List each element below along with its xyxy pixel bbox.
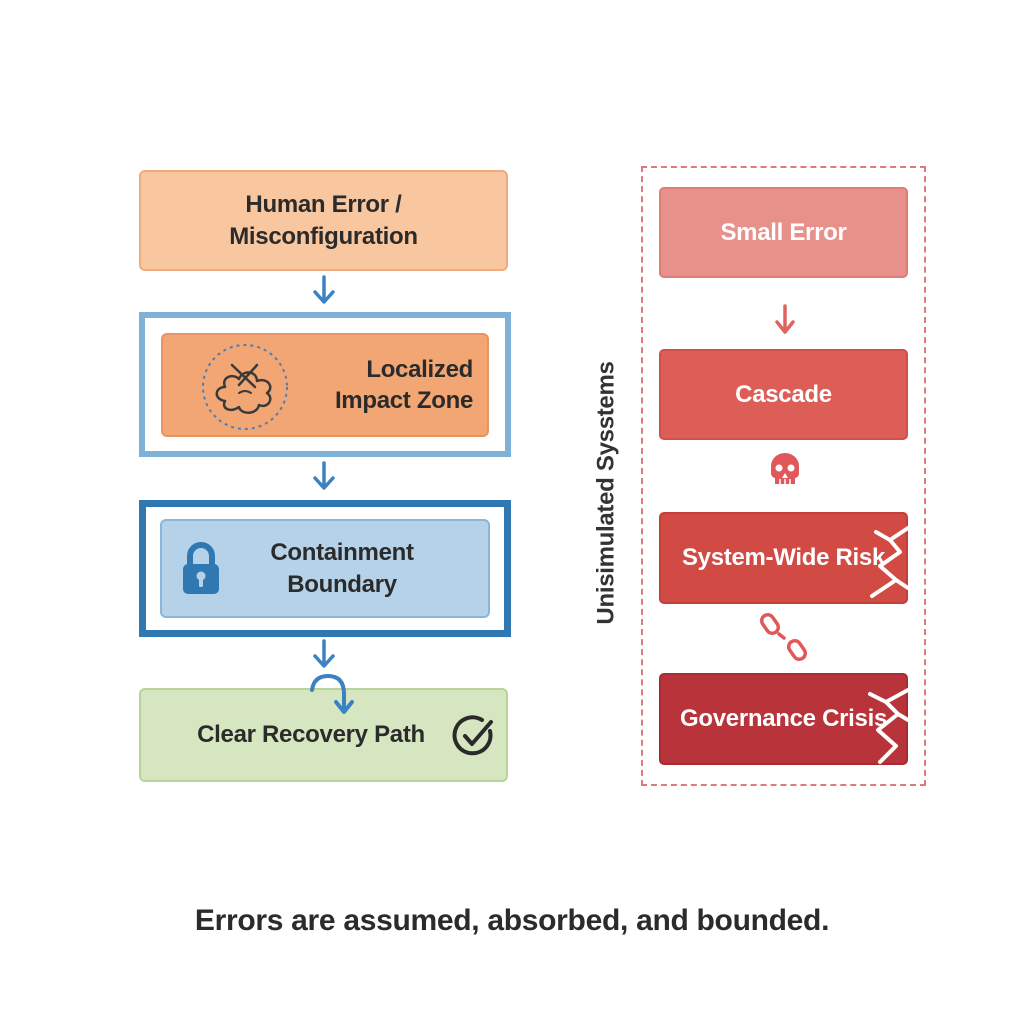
arrow-down-icon bbox=[313, 461, 335, 490]
unsimulated-systems-frame bbox=[641, 166, 926, 786]
human-error-box: Human Error / Misconfiguration bbox=[139, 170, 508, 271]
cascade-label: Cascade bbox=[735, 380, 832, 408]
containment-label-line2: Boundary bbox=[287, 570, 397, 598]
containment-box: Containment Boundary bbox=[160, 519, 490, 618]
arrow-down-icon bbox=[313, 639, 335, 668]
governance-crisis-label: Governance Crisis bbox=[680, 705, 887, 733]
system-wide-risk-label: System-Wide Risk bbox=[681, 544, 886, 572]
human-error-label-line1: Human Error / bbox=[245, 191, 402, 219]
arrow-down-icon bbox=[313, 275, 335, 304]
skull-icon bbox=[771, 453, 799, 484]
crack-decoration bbox=[868, 526, 910, 764]
recovery-loop-arrow-icon bbox=[310, 674, 354, 714]
check-circle-icon bbox=[451, 713, 497, 759]
recovery-path-label: Clear Recovery Path bbox=[197, 721, 425, 749]
impact-zone-box: Localized Impact Zone bbox=[161, 333, 489, 437]
containment-label-line1: Containment bbox=[270, 539, 414, 567]
lock-icon bbox=[179, 541, 223, 597]
impact-zone-label-line2: Impact Zone bbox=[334, 387, 473, 414]
human-error-label-line2: Misconfiguration bbox=[229, 222, 418, 250]
broken-chain-icon bbox=[759, 612, 808, 662]
impact-zone-label-line1: Localized bbox=[366, 355, 473, 383]
system-wide-risk-box: System-Wide Risk bbox=[659, 512, 908, 604]
small-error-label: Small Error bbox=[720, 218, 847, 246]
cascade-box: Cascade bbox=[659, 349, 908, 440]
small-error-box: Small Error bbox=[659, 187, 908, 278]
recovery-path-box: Clear Recovery Path bbox=[139, 688, 508, 782]
explosion-icon bbox=[199, 343, 291, 431]
caption: Errors are assumed, absorbed, and bounde… bbox=[194, 903, 830, 937]
arrow-down-icon bbox=[775, 304, 795, 334]
